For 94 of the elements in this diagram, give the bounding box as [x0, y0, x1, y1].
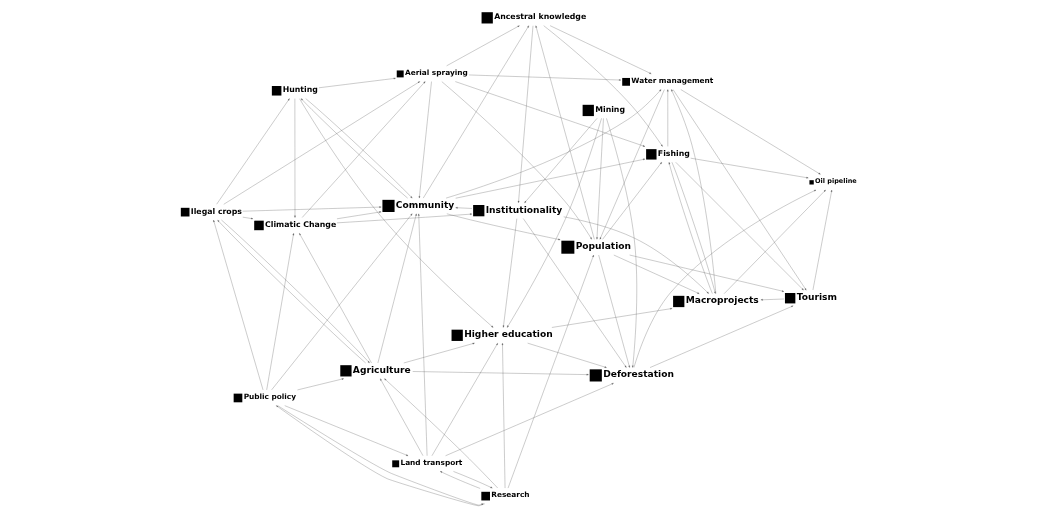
arrow	[455, 81, 646, 147]
node-box	[340, 365, 352, 377]
arrow	[563, 216, 709, 294]
arrow	[549, 25, 652, 74]
arrow	[423, 25, 529, 199]
arrow	[380, 378, 424, 456]
arrow	[299, 98, 494, 328]
arrow	[441, 81, 592, 240]
node-box	[271, 86, 282, 96]
arrow	[445, 89, 662, 199]
node-box	[481, 491, 490, 501]
arrow	[418, 213, 428, 456]
node-box	[673, 295, 685, 308]
arrow	[606, 118, 637, 368]
node-box	[392, 460, 400, 468]
arrow	[649, 305, 794, 368]
arrow	[455, 158, 646, 199]
node-box	[481, 12, 493, 24]
arrow	[297, 378, 344, 391]
arrow	[672, 89, 807, 291]
arrow	[213, 219, 264, 391]
arrow	[724, 189, 826, 294]
node-box	[589, 369, 602, 382]
arrow	[599, 89, 665, 240]
arrow	[535, 25, 595, 240]
arrow	[384, 378, 498, 489]
arrow	[302, 81, 426, 218]
arrow	[502, 218, 517, 328]
arrow	[613, 254, 700, 294]
arrow	[266, 233, 295, 391]
arrow	[242, 217, 254, 220]
arrow	[517, 25, 534, 203]
arrow	[468, 74, 622, 81]
node-label: Deforestation	[603, 369, 674, 380]
arrow	[453, 471, 493, 489]
arrow	[336, 213, 473, 223]
arrow	[690, 158, 809, 179]
arrow	[760, 298, 785, 301]
arrow	[455, 207, 473, 209]
arrow	[223, 81, 420, 205]
arrow	[242, 206, 382, 212]
node-box	[180, 207, 190, 217]
arrow	[551, 308, 673, 328]
arrow	[524, 118, 598, 203]
node-label: Institutionality	[485, 204, 563, 215]
arrow	[671, 89, 716, 294]
arrow	[675, 162, 804, 291]
node-label: Tourism	[796, 292, 837, 303]
arrow	[602, 162, 662, 240]
node-box	[809, 180, 814, 185]
node-label: Community	[395, 199, 455, 210]
arrow	[412, 371, 589, 376]
arrow	[667, 89, 669, 147]
arrow	[629, 254, 785, 292]
arrow	[271, 213, 413, 390]
arrow	[633, 189, 817, 368]
arrow	[501, 343, 506, 489]
arrow	[403, 342, 475, 364]
node-box	[582, 104, 594, 117]
node-box	[784, 293, 796, 304]
arrow	[596, 118, 604, 240]
node-label: Agriculture	[352, 364, 411, 375]
arrow	[377, 213, 417, 364]
arrow	[318, 77, 396, 88]
arrow	[543, 25, 663, 147]
arrow	[598, 254, 630, 368]
arrow	[527, 343, 607, 368]
arrow	[418, 81, 432, 199]
node-label: Higher education	[464, 329, 553, 340]
node-box	[622, 77, 630, 86]
arrow	[216, 98, 290, 205]
node-box	[473, 205, 485, 217]
node-box	[396, 70, 404, 78]
arrow	[507, 254, 594, 489]
arrow	[523, 218, 627, 368]
node-box	[382, 199, 395, 212]
arrow	[284, 405, 409, 456]
arrow	[812, 189, 833, 291]
node-label: Macroprojects	[685, 295, 759, 306]
node-label: Population	[575, 241, 632, 252]
arrow	[445, 383, 614, 456]
node-box	[451, 329, 463, 341]
arrow	[299, 233, 372, 364]
arrow	[431, 343, 498, 456]
node-box	[561, 240, 575, 254]
arrow	[680, 89, 821, 175]
arrow	[440, 471, 481, 489]
node-box	[646, 149, 657, 160]
node-box	[254, 220, 264, 231]
arrow	[336, 211, 382, 219]
arrow	[507, 118, 602, 328]
arrow	[446, 25, 520, 66]
arrow	[446, 213, 561, 241]
node-box	[233, 393, 243, 403]
